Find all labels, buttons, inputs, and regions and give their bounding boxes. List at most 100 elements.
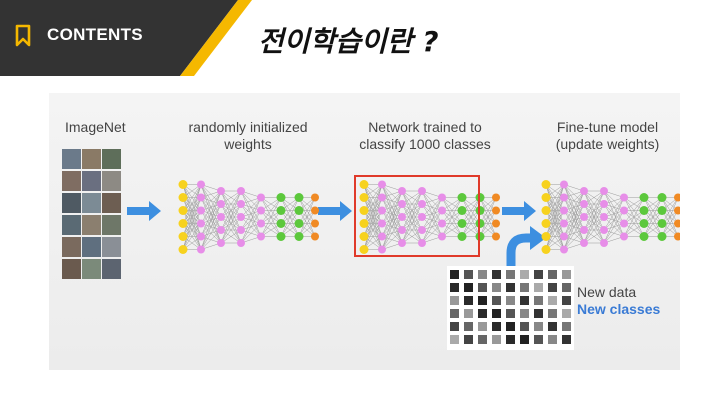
network-edge xyxy=(623,210,645,237)
new-data-thumbnail xyxy=(548,322,557,331)
random-net-node xyxy=(217,200,225,208)
finetune-label-line2: (update weights) xyxy=(555,136,660,152)
random-net-node xyxy=(178,232,188,241)
random-net-node xyxy=(257,193,265,202)
finetune-net-node xyxy=(541,232,551,241)
new-data-thumbnail xyxy=(492,309,501,318)
finetune-net-node xyxy=(674,219,680,228)
new-data-thumbnail xyxy=(478,309,487,318)
network-edge xyxy=(661,210,679,237)
new-data-label: New data xyxy=(577,284,637,300)
trained-net-node xyxy=(457,206,467,215)
new-data-thumbnail xyxy=(506,270,515,279)
network-edge xyxy=(479,210,497,237)
new-data-thumbnail xyxy=(492,270,501,279)
finetune-net-node xyxy=(560,193,568,202)
random-net-node xyxy=(311,206,319,215)
finetune-net-node xyxy=(657,232,667,241)
right-arrow xyxy=(127,201,161,221)
network-edge xyxy=(661,197,679,237)
trained-label-line2: classify 1000 classes xyxy=(359,136,491,152)
trained-net-node xyxy=(418,200,426,208)
random-net-node xyxy=(217,187,225,195)
trained-net-node xyxy=(398,226,406,234)
imagenet-thumbnail xyxy=(82,171,101,191)
finetune-net-node xyxy=(639,193,649,202)
network-edge xyxy=(479,197,497,237)
trained-net-node xyxy=(378,245,386,254)
network-edge xyxy=(563,229,585,250)
network-edge xyxy=(545,184,565,237)
network-edge xyxy=(603,197,625,244)
trained-net-node xyxy=(492,193,500,202)
random-net-node xyxy=(197,232,205,241)
imagenet-thumbnail xyxy=(82,193,101,213)
finetune-net-node xyxy=(600,226,608,234)
trained-net-node xyxy=(438,206,446,215)
random-net-node xyxy=(294,206,304,215)
random-init-label-line2: weights xyxy=(224,136,272,152)
finetune-net-node xyxy=(560,232,568,241)
finetune-net-node xyxy=(639,219,649,228)
new-data-thumbnail xyxy=(464,335,473,344)
new-data-thumbnail xyxy=(450,270,459,279)
new-data-thumbnail xyxy=(562,283,571,292)
finetune-net-node xyxy=(600,239,608,247)
random-net-node xyxy=(294,232,304,241)
random-net-node xyxy=(217,213,225,221)
network-edge xyxy=(363,197,383,250)
network-edge xyxy=(603,197,625,218)
imagenet-thumbnail xyxy=(102,149,121,169)
new-data-thumbnail xyxy=(506,309,515,318)
page-title: 전이학습이란 ? xyxy=(258,25,439,58)
network-edge xyxy=(643,210,663,237)
imagenet-thumbnail xyxy=(62,259,81,279)
finetune-net-node xyxy=(541,245,551,254)
new-data-thumbnail xyxy=(464,296,473,305)
finetune-net-node xyxy=(560,206,568,215)
network-edge xyxy=(563,216,585,250)
network-edge xyxy=(563,203,585,250)
new-data-thumbnail xyxy=(492,283,501,292)
new-data-thumbnail xyxy=(478,270,487,279)
network-edge xyxy=(583,190,605,244)
network-edge xyxy=(240,197,262,231)
imagenet-thumbnail xyxy=(82,237,101,257)
finetune-net-node xyxy=(541,206,551,215)
random-net-node xyxy=(178,206,188,215)
network-edge xyxy=(401,216,423,244)
finetune-net-node xyxy=(580,187,588,195)
trained-net-node xyxy=(378,180,386,189)
network-edge xyxy=(363,184,383,224)
new-data-thumbnail xyxy=(520,309,529,318)
network-edge xyxy=(381,190,403,250)
random-net-node xyxy=(237,226,245,234)
network-edge xyxy=(182,184,202,237)
new-data-thumbnail xyxy=(450,296,459,305)
random-net-node xyxy=(311,219,319,228)
network-edge xyxy=(545,184,565,211)
random-net-node xyxy=(217,239,225,247)
network-edge xyxy=(200,203,222,250)
new-data-thumbnail xyxy=(534,309,543,318)
random-net-node xyxy=(197,245,205,254)
trained-net-node xyxy=(359,180,369,189)
random-net-node xyxy=(294,219,304,228)
right-arrow xyxy=(318,201,352,221)
new-data-thumbnail xyxy=(506,322,515,331)
network-edge xyxy=(421,210,443,244)
imagenet-thumbnail xyxy=(102,193,121,213)
highlight-box xyxy=(354,175,480,257)
random-net-node xyxy=(311,232,319,241)
new-data-thumbnail xyxy=(534,270,543,279)
network-edge xyxy=(563,190,585,237)
network-edge xyxy=(240,223,262,244)
trained-net-node xyxy=(398,239,406,247)
network-edge xyxy=(240,210,262,244)
new-data-thumbnail xyxy=(450,335,459,344)
finetune-net-node xyxy=(674,206,680,215)
new-data-thumbnail xyxy=(506,283,515,292)
new-data-thumbnail xyxy=(492,322,501,331)
random-net-node xyxy=(257,206,265,215)
network-edge xyxy=(220,216,242,244)
